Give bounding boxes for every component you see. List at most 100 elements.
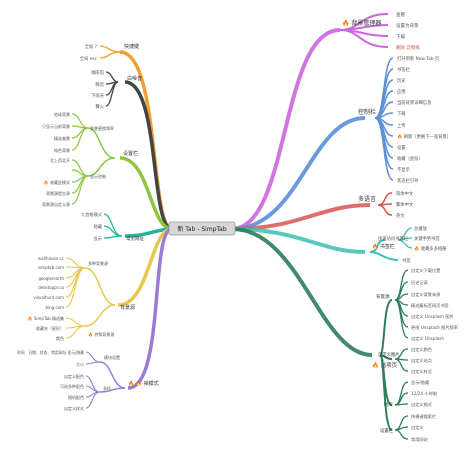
- console-item: 🔥 刷新（更换下一张背景）: [397, 133, 451, 140]
- common-sites-item: 隐藏: [94, 223, 103, 230]
- bookmarks-sub: 快速访问书签栏: [378, 235, 409, 242]
- bookmarks-item: 关键手势书签: [414, 235, 440, 242]
- bg-manage-item: 删除 云壁纸: [396, 44, 420, 51]
- shortcuts-item: 全局 esc: [80, 55, 98, 62]
- bookmarks-item: 总播放: [414, 225, 428, 232]
- console-item: 下载: [397, 110, 406, 117]
- options-item: 快捷键搜索栏: [411, 413, 436, 420]
- center-node: 新 Tab - SimpTab: [168, 221, 236, 236]
- options-item: 精选集标签网页书签: [411, 302, 450, 309]
- options-item: 历史记录: [411, 279, 428, 286]
- bg-source-sub: 🔥 特殊背景源: [88, 331, 114, 337]
- branch-label-zen-mode: 🔥 🔥 禅模式: [128, 380, 159, 387]
- options-item: 自定义格式: [411, 401, 433, 408]
- branch-label-bg-source: 背景源: [120, 304, 135, 311]
- zen-item: 随机配色: [68, 394, 84, 400]
- branch-white-noise: 白噪音 咖啡馆 静音 下雨天 篝火: [91, 69, 173, 231]
- options-item: 自定义下载位置: [411, 267, 440, 274]
- branch-label-options: 🔥 选项页: [372, 361, 398, 369]
- branch-label-console: 控制栏: [358, 108, 376, 116]
- language-item: 繁体中文: [396, 201, 414, 208]
- branch-options: 🔥 选项页 背景源 自定义图片 时间 设置栏: [231, 227, 458, 443]
- options-group-label: 时间: [384, 401, 393, 408]
- options-item: 12/24 小时制: [411, 390, 437, 397]
- branch-label-bg-manager: 🔥 背景管理器: [342, 19, 381, 27]
- bg-source-item: 🔥 SimpTab 精选集: [28, 315, 64, 321]
- console-item: 当前背景详细信息: [397, 99, 432, 106]
- branch-bg-source: 背景源 多种背景源 🔥 特殊背景源 wallhaven.cc simptab.c…: [28, 227, 173, 341]
- console-item: 不显示: [397, 167, 411, 173]
- center-title: 新 Tab - SimpTab: [177, 225, 227, 233]
- shortcuts-item: 全局 ?: [85, 43, 97, 50]
- zen-item: 自定义配色: [64, 373, 84, 379]
- console-item: 应用: [397, 88, 406, 95]
- branch-label-settings-bar: 设置栏: [123, 150, 138, 157]
- common-sites-item: 显示: [94, 236, 102, 241]
- language-item: 英文: [396, 212, 405, 219]
- settings-bar-item: 🔥 收藏此模式: [44, 179, 70, 185]
- settings-bar-sub: 背景更换频率: [90, 125, 114, 131]
- zen-sub: 模块设置: [104, 354, 120, 360]
- zen-item: 时间、日期、状态、常用网址 显示/隐藏: [17, 350, 84, 355]
- options-item: 自定义: [411, 424, 424, 431]
- settings-bar-item: 北上西北开: [50, 157, 70, 163]
- noise-item: 咖啡馆: [91, 69, 105, 76]
- bg-source-item: desktoppr.co: [38, 285, 64, 290]
- branch-label-bookmarks: 🔥 书签栏: [372, 243, 395, 250]
- settings-bar-sub: 显示控制: [90, 173, 106, 179]
- bg-manage-item: 设置为背景: [396, 22, 419, 29]
- zen-item: 可选多种配色: [60, 383, 84, 389]
- settings-bar-item: 背景源自定义源: [42, 201, 70, 207]
- console-item: 上传: [397, 122, 406, 129]
- bg-source-item: visualhunt.com: [33, 295, 64, 300]
- options-item: 自定义背景来源: [411, 291, 441, 298]
- branch-bookmarks: 🔥 书签栏 快速访问书签栏 总播放 关键手势书签 🔥 收藏多多相册 书签: [231, 225, 447, 264]
- settings-bar-item: 精选美景: [54, 135, 70, 141]
- options-group-label: 背景源: [376, 293, 390, 300]
- bg-manage-item: 查看: [396, 11, 405, 18]
- options-item: 自定义 Unsplash 图片: [411, 313, 454, 320]
- console-item: 书签栏: [397, 66, 411, 73]
- settings-bar-item: 纯色背景: [54, 147, 70, 153]
- options-item: 自定义 Unsplash: [411, 335, 444, 342]
- console-item: 设置: [397, 144, 406, 151]
- options-item: 自定义颜色: [411, 346, 433, 353]
- branch-label-white-noise: 白噪音: [127, 75, 142, 82]
- branch-settings-bar: 设置栏 背景更换频率 显示控制 地球背景 只显示当前背景 精选美景 纯色背景 北…: [42, 111, 173, 231]
- bg-source-item: 颜色: [56, 335, 64, 341]
- bg-source-item: bing.com: [45, 305, 64, 310]
- bookmarks-item: 书签: [402, 257, 411, 264]
- branch-console: 控制栏 打开到新 New Tab 页 书签栏 历史 应用 当前背景详细信息 下载…: [231, 55, 451, 231]
- noise-item: 静音: [95, 81, 104, 88]
- bg-source-sub: 多种背景源: [88, 260, 108, 266]
- branch-zen-mode: 🔥 🔥 禅模式 模块设置 多样 时间、日期、状态、常用网址 显示/隐藏 大小 自…: [17, 227, 173, 411]
- console-item: 状态栏引导: [397, 177, 419, 184]
- zen-item: 自定义样式: [64, 405, 84, 411]
- options-group-label: 自定义图片: [378, 351, 399, 358]
- zen-sub: 多样: [103, 385, 111, 391]
- options-item: 常用网站: [411, 436, 428, 443]
- branch-bg-manager: 🔥 背景管理器 查看 设置为背景 下载 删除 云壁纸: [231, 11, 420, 231]
- common-sites-item: 九宫格模式: [81, 211, 103, 218]
- bg-manage-item: 下载: [396, 33, 405, 40]
- branch-label-common-sites: 常见网址: [126, 235, 144, 242]
- branch-label-language: 多语言: [358, 195, 376, 203]
- options-item: 显示/隐藏: [411, 379, 430, 386]
- options-item: 自定义站点: [411, 357, 432, 364]
- console-item: 历史: [397, 77, 406, 84]
- zen-item: 大小: [76, 361, 84, 367]
- bg-source-item: wallhaven.cc: [38, 256, 64, 261]
- branch-label-shortcuts: 快捷键: [124, 43, 139, 50]
- bookmarks-item: 🔥 收藏多多相册: [414, 245, 447, 252]
- bg-source-item: google/earth: [38, 276, 64, 281]
- bg-source-item: 收藏夹（星形）: [36, 325, 64, 331]
- settings-bar-item: 只显示当前背景: [42, 123, 70, 129]
- options-item: 更改 Unsplash 图片频率: [411, 324, 458, 331]
- settings-bar-item: 地球背景: [54, 111, 70, 117]
- settings-bar-item: 背景源提交源: [46, 190, 70, 196]
- options-group-label: 设置栏: [380, 427, 394, 434]
- noise-item: 篝火: [95, 103, 104, 110]
- console-item: 收藏（星形）: [397, 155, 423, 162]
- bg-source-item: simptab.com: [38, 265, 64, 270]
